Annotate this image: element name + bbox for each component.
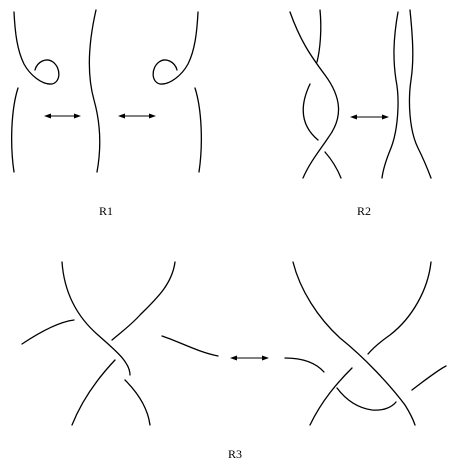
r3-left-strand-a — [61, 261, 131, 376]
r3-left-strand-b — [111, 261, 176, 341]
r1-move: R1 — [11, 9, 202, 218]
r3-right-strand-b-lower — [309, 367, 353, 426]
r2-double-arrow-icon — [350, 114, 389, 120]
r3-right-horizontal-strand-middle — [336, 387, 397, 411]
r1-right-upper-strand-with-loop — [152, 11, 199, 85]
r3-right-strand-a — [292, 261, 416, 426]
r3-left-strand-a-lower — [124, 379, 151, 426]
r2-label: R2 — [357, 204, 371, 218]
r1-right-double-arrow-icon — [118, 113, 156, 119]
r3-right-horizontal-strand-right — [411, 365, 447, 391]
r3-right-horizontal-strand-left — [284, 357, 325, 373]
r3-left-horizontal-strand-left — [21, 319, 75, 345]
r1-left-lower-strand — [11, 87, 19, 173]
r1-left-double-arrow-icon — [44, 113, 81, 119]
r3-left-horizontal-strand-right — [161, 335, 219, 357]
r1-right-lower-strand — [194, 87, 202, 173]
r2-under-strand-bottom — [324, 151, 342, 179]
r2-under-strand-middle — [302, 83, 319, 141]
r3-right-strand-b-top — [367, 261, 432, 355]
r2-under-strand-top — [316, 9, 322, 63]
r2-right-right-strand — [408, 9, 432, 179]
r3-double-arrow-icon — [230, 355, 269, 361]
r1-left-upper-strand-with-loop — [13, 11, 60, 85]
r1-middle-strand — [88, 9, 101, 173]
r3-label: R3 — [228, 447, 242, 461]
r2-move: R2 — [289, 9, 432, 218]
r2-right-left-strand — [381, 11, 399, 179]
r2-over-strand — [289, 11, 340, 179]
r3-left-strand-b-lower — [71, 359, 116, 426]
r1-label: R1 — [99, 204, 113, 218]
r3-move: R3 — [21, 261, 447, 461]
